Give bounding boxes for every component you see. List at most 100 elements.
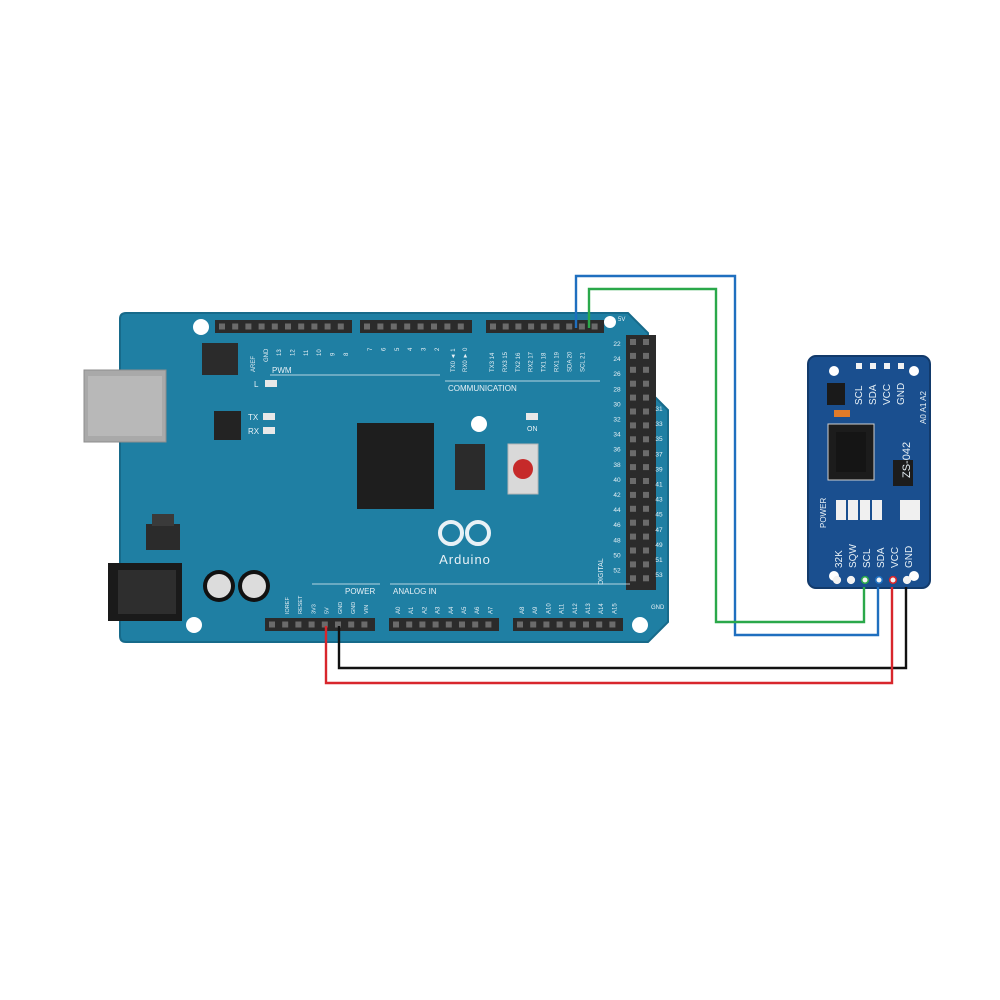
module-bottom-pad <box>846 575 856 585</box>
arduino-logo-text: Arduino <box>439 552 491 567</box>
header-pin <box>630 547 636 554</box>
header-number: 53 <box>655 572 663 579</box>
pin-label: RESET <box>298 595 304 614</box>
module-top-pin-label: GND <box>896 383 907 405</box>
dc-power-jack-inner <box>118 570 176 614</box>
header-pin <box>630 575 636 582</box>
header-pin <box>643 464 649 471</box>
header-pin <box>258 323 265 330</box>
header-pin <box>282 621 289 628</box>
header-number: 52 <box>613 568 621 575</box>
header-pin <box>643 436 649 443</box>
header-pin <box>295 621 302 628</box>
module-rtc-chip-core <box>836 432 866 472</box>
wire-5v <box>324 587 894 685</box>
pin-label: A12 <box>573 603 579 614</box>
header-number: 30 <box>613 401 621 408</box>
header-pin <box>432 621 439 628</box>
header-pin <box>515 323 522 330</box>
module-small-chip <box>893 460 913 486</box>
header-number: 38 <box>613 462 621 469</box>
pin-label: A9 <box>533 606 539 614</box>
led-on <box>526 413 538 420</box>
rx-led-label: RX <box>248 427 260 436</box>
header-pin <box>472 621 479 628</box>
header-pin <box>630 464 636 471</box>
module-pad <box>870 363 876 369</box>
header-pin <box>609 621 616 628</box>
header-pin <box>444 323 451 330</box>
header-pin <box>643 519 649 526</box>
header-pin <box>419 621 426 628</box>
module-address-label: A0 A1 A2 <box>919 391 928 424</box>
header-pin <box>445 621 452 628</box>
module-power-label: POWER <box>819 498 828 528</box>
reset-button-cap <box>513 459 533 479</box>
mount-hole <box>471 416 487 432</box>
communication-label: COMMUNICATION <box>448 384 517 393</box>
module-bottom-pads <box>832 575 912 585</box>
header-pin <box>502 323 509 330</box>
module-hole <box>909 571 919 581</box>
header-pin <box>643 422 649 429</box>
header-pin <box>630 394 636 401</box>
header-pin <box>361 621 368 628</box>
header-pin <box>630 380 636 387</box>
pin-label: SDA 20 <box>567 351 573 372</box>
header-pin <box>630 450 636 457</box>
module-pad <box>856 363 862 369</box>
module-bottom-pin-label: SQW <box>848 544 859 568</box>
atmega-chip <box>357 423 434 509</box>
pin-label: 5V <box>325 607 331 614</box>
header-pin <box>298 323 305 330</box>
module-bottom-pad <box>860 575 870 585</box>
header-pin <box>321 621 328 628</box>
header-pin <box>591 323 598 330</box>
arduino-logo: Arduino <box>438 520 491 567</box>
header-pin <box>324 323 331 330</box>
pwm-label: PWM <box>272 366 292 375</box>
header-pin <box>630 519 636 526</box>
pin-label: 7 <box>368 347 374 351</box>
voltage-regulator <box>146 524 180 550</box>
header-pin <box>311 323 318 330</box>
module-bottom-pad <box>888 575 898 585</box>
pin-label: A5 <box>462 606 468 614</box>
pin-label: A3 <box>436 606 442 614</box>
header-pin <box>417 323 424 330</box>
pin-label: 9 <box>331 352 337 356</box>
pin-label: RX0 ► 0 <box>463 347 469 372</box>
header-pin <box>630 491 636 498</box>
pin-label: VIN <box>364 605 370 614</box>
header-number: 35 <box>655 436 663 443</box>
header-gnd-label: GND <box>651 605 665 611</box>
header-pins-top <box>219 323 598 330</box>
header-pin <box>556 621 563 628</box>
pin-label: RX1 19 <box>555 351 561 372</box>
header-pin <box>630 366 636 373</box>
wire-scl <box>587 287 866 624</box>
header-number: 44 <box>613 507 621 514</box>
header-pin <box>406 621 413 628</box>
module-bottom-pin-label: SCL <box>862 548 873 568</box>
header-pin <box>569 621 576 628</box>
pin-label: A0 <box>396 606 402 614</box>
header-number: 49 <box>655 542 663 549</box>
pin-label: 10 <box>317 349 323 356</box>
header-number: 28 <box>613 386 621 393</box>
pin-label: TX3 14 <box>490 352 496 372</box>
header-number: 22 <box>613 341 621 348</box>
header-number: 42 <box>613 492 621 499</box>
header-pin <box>643 380 649 387</box>
header-pin <box>643 533 649 540</box>
pin-label: 2 <box>435 347 441 351</box>
header-number: 31 <box>655 406 663 413</box>
header-pin <box>308 621 315 628</box>
header-pin <box>643 505 649 512</box>
pin-label: A14 <box>599 603 605 614</box>
header-pins-right <box>630 339 649 582</box>
wires <box>324 274 908 685</box>
wire-gnd <box>337 587 908 670</box>
